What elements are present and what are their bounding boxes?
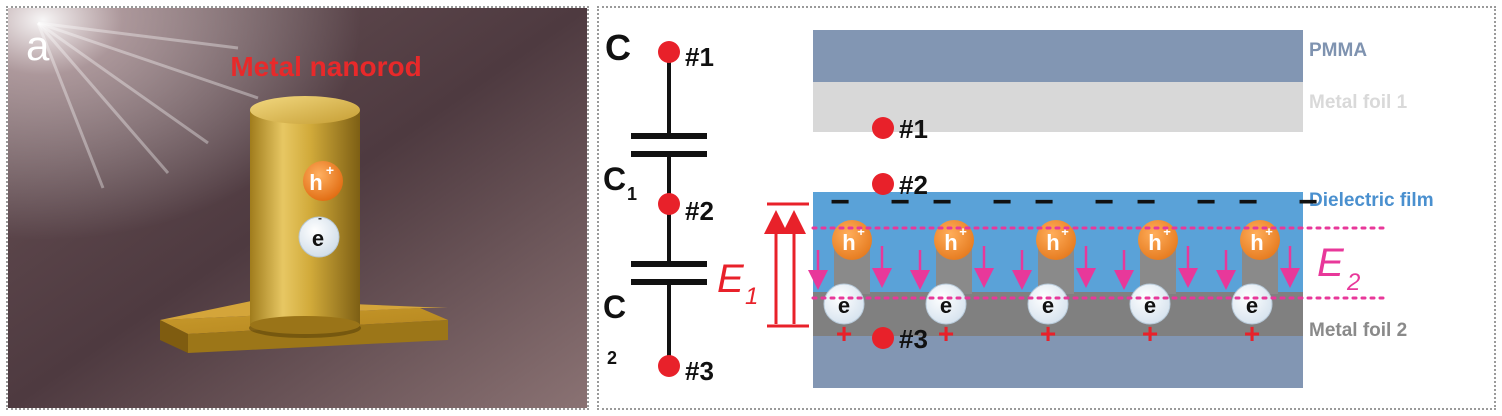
surface-minus: − [1034, 183, 1054, 221]
hole-particle: h + [303, 161, 343, 201]
electron-particle [1027, 283, 1069, 325]
circuit-node-3-label: #3 [685, 356, 714, 386]
layer-metal-foil-1 [813, 82, 1303, 132]
field-e1-sub: 1 [745, 283, 758, 310]
circuit: #1 #2 #3 C 1 C 2 [603, 41, 714, 386]
surface-plus: + [1142, 318, 1158, 349]
surface-minus: − [992, 183, 1012, 221]
hole-particle [1138, 220, 1178, 260]
hole-label: h [842, 230, 855, 255]
surface-minus: − [1196, 183, 1216, 221]
label-metal-foil-2: Metal foil 2 [1309, 320, 1407, 341]
stack-node-3-label: #3 [899, 324, 928, 354]
surface-minus: − [1094, 183, 1114, 221]
layer-pmma [813, 30, 1303, 82]
electron-label: e [1042, 293, 1054, 318]
capacitor-2-label: C [603, 289, 626, 325]
hole-label: h [944, 230, 957, 255]
electron-particle [1231, 283, 1273, 325]
capacitor-1-sub: 1 [627, 184, 637, 204]
stack-node-2-label: #2 [899, 170, 928, 200]
metal-rod [249, 96, 361, 338]
layer-bottom [813, 336, 1303, 388]
field-e1-label: E [717, 257, 745, 301]
label-dielectric-film: Dielectric film [1309, 190, 1434, 211]
label-metal-foil-1: Metal foil 1 [1309, 92, 1408, 113]
electron-particle: e - [298, 211, 340, 258]
surface-minus: − [890, 183, 910, 221]
light-rays [36, 21, 259, 189]
surface-plus: + [836, 318, 852, 349]
capacitor-diagram: C #1 #2 #3 C 1 C 2 E [603, 27, 1434, 388]
stack-node-3 [872, 327, 894, 349]
hole-label: h [1250, 230, 1263, 255]
capacitor-1-label: C [603, 161, 626, 197]
circuit-node-2 [658, 193, 680, 215]
panel-letter-c: C [605, 27, 631, 68]
nanorod-illustration: h + e - a Metal nanorod [8, 8, 587, 408]
field-e2: E 2 [811, 226, 1391, 300]
surface-minus: − [932, 183, 952, 221]
panel-a: h + e - a Metal nanorod [6, 6, 589, 410]
surface-minus: − [1298, 183, 1318, 221]
capacitor-2-sub: 2 [607, 348, 617, 368]
electron-label: e [312, 226, 324, 251]
stack-node-2 [872, 173, 894, 195]
hole-particle [832, 220, 872, 260]
surface-plus: + [1040, 318, 1056, 349]
surface-plus: + [938, 318, 954, 349]
surface-minus: − [1238, 183, 1258, 221]
electron-particle [823, 283, 865, 325]
field-e1: E 1 [717, 202, 809, 328]
field-e2-label: E [1317, 241, 1345, 285]
label-pmma: PMMA [1309, 40, 1367, 61]
hole-sup: + [959, 224, 967, 239]
stack-node-1-label: #1 [899, 114, 928, 144]
hole-sup: + [1163, 224, 1171, 239]
field-e2-sub: 2 [1346, 269, 1360, 296]
hole-particle [1240, 220, 1280, 260]
charge-pairs: −−h+e+−−h+e+−−h+e+−−h+e+−−h+e+ [808, 183, 1318, 349]
hole-sup: + [857, 224, 865, 239]
circuit-node-3 [658, 355, 680, 377]
surface-minus: − [1136, 183, 1156, 221]
panel-a-title: Metal nanorod [230, 51, 421, 82]
surface-plus: + [1244, 318, 1260, 349]
circuit-node-2-label: #2 [685, 196, 714, 226]
circuit-node-1 [658, 41, 680, 63]
hole-label: h [1046, 230, 1059, 255]
circuit-node-1-label: #1 [685, 42, 714, 72]
hole-sup: + [1265, 224, 1273, 239]
hole-particle [934, 220, 974, 260]
hole-particle [1036, 220, 1076, 260]
hole-label: h [1148, 230, 1161, 255]
electron-sup: - [318, 211, 322, 225]
panel-c: C #1 #2 #3 C 1 C 2 E [597, 6, 1496, 410]
electron-particle [1129, 283, 1171, 325]
panel-letter-a: a [26, 22, 50, 69]
hole-sup: + [1061, 224, 1069, 239]
hole-sup: + [326, 162, 334, 178]
electron-particle [925, 283, 967, 325]
hole-label: h [309, 170, 322, 195]
surface-minus: − [830, 183, 850, 221]
stack-node-1 [872, 117, 894, 139]
